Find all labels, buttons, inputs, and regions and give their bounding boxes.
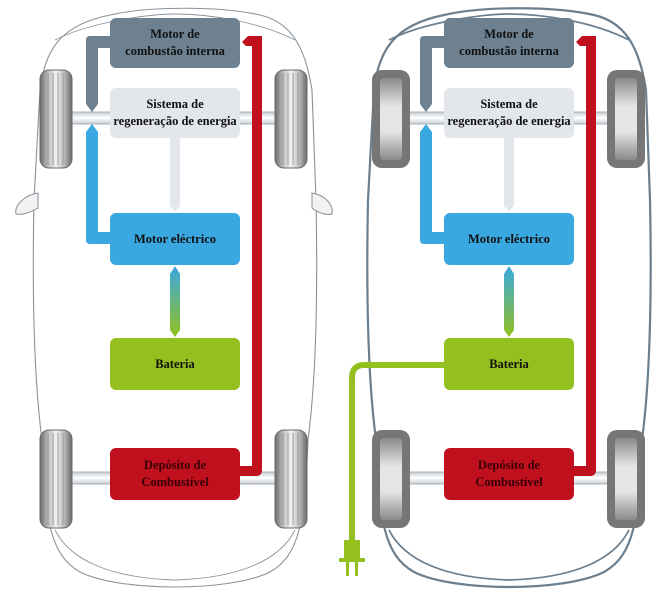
regen-arrow (504, 205, 514, 212)
charging-cable (349, 362, 444, 540)
tire-icon (39, 429, 73, 529)
component-box-emotor: Motor eléctrico (444, 213, 574, 265)
tire-hub (615, 78, 637, 160)
tire-icon (274, 69, 308, 169)
car-rear-line (388, 529, 630, 581)
emotor-battery-connector (504, 266, 514, 337)
tire-hub (380, 78, 402, 160)
component-label-line: Motor de (150, 27, 200, 41)
component-label-regen: Sistema de regeneração de energia (447, 96, 570, 130)
component-label-regen: Sistema de regeneração de energia (113, 96, 236, 130)
plug-icon (344, 540, 360, 562)
fuel-line (574, 36, 596, 476)
component-label-line: Combustível (141, 475, 209, 489)
plug-base (339, 558, 365, 562)
fuel-line (240, 36, 262, 476)
component-label-line: Depósito de (143, 458, 207, 472)
plug-prong (346, 562, 349, 576)
component-label-line: combustão interna (459, 44, 559, 58)
component-label-battery: Bateria (155, 356, 195, 373)
component-label-line: Combustível (475, 475, 543, 489)
tire-hub (380, 438, 402, 520)
plug-prong (355, 562, 358, 576)
mirror-right (311, 192, 333, 215)
component-label-line: Motor eléctrico (133, 231, 216, 246)
engine-to-regen-connector (420, 36, 446, 112)
component-box-tank: Depósito de Combustível (110, 448, 240, 500)
emotor-battery-connector (170, 266, 180, 337)
component-label-engine: Motor de combustão interna (459, 26, 559, 60)
emotor-to-regen-connector (420, 124, 446, 244)
component-label-engine: Motor de combustão interna (125, 26, 225, 60)
component-label-emotor: Motor eléctrico (468, 231, 550, 248)
tire-icon (274, 429, 308, 529)
tire-hub (615, 438, 637, 520)
component-label-line: Motor eléctrico (467, 231, 550, 246)
component-box-engine: Motor de combustão interna (110, 18, 240, 68)
component-label-line: Motor de (484, 27, 534, 41)
component-box-tank: Depósito de Combustível (444, 448, 574, 500)
engine-to-regen-connector (86, 36, 112, 112)
component-label-tank: Depósito de Combustível (141, 457, 208, 491)
regen-to-emotor-connector (170, 135, 180, 207)
component-box-engine: Motor de combustão interna (444, 18, 574, 68)
mirror-left (15, 192, 39, 215)
tire-icon (39, 69, 73, 169)
component-label-line: combustão interna (125, 44, 225, 58)
component-label-line: regeneração de energia (113, 114, 237, 128)
component-label-emotor: Motor eléctrico (134, 231, 216, 248)
emotor-to-regen-connector (86, 124, 112, 244)
component-box-battery: Bateria (444, 338, 574, 390)
component-box-regen: Sistema de regeneração de energia (110, 88, 240, 138)
car-hood-line (388, 13, 630, 41)
regen-to-emotor-connector (504, 135, 514, 207)
component-label-line: Sistema de (480, 97, 538, 111)
component-label-tank: Depósito de Combustível (475, 457, 542, 491)
component-box-emotor: Motor eléctrico (110, 213, 240, 265)
component-box-battery: Bateria (110, 338, 240, 390)
component-label-line: regeneração de energia (447, 114, 571, 128)
component-label-line: Depósito de (477, 458, 541, 472)
component-label-line: Sistema de (146, 97, 204, 111)
regen-arrow (170, 205, 180, 212)
car-rear-line (54, 529, 296, 581)
car-hood-line (54, 13, 296, 41)
component-label-battery: Bateria (489, 356, 529, 373)
component-label-line: Bateria (489, 356, 529, 371)
component-label-line: Bateria (155, 356, 195, 371)
component-box-regen: Sistema de regeneração de energia (444, 88, 574, 138)
